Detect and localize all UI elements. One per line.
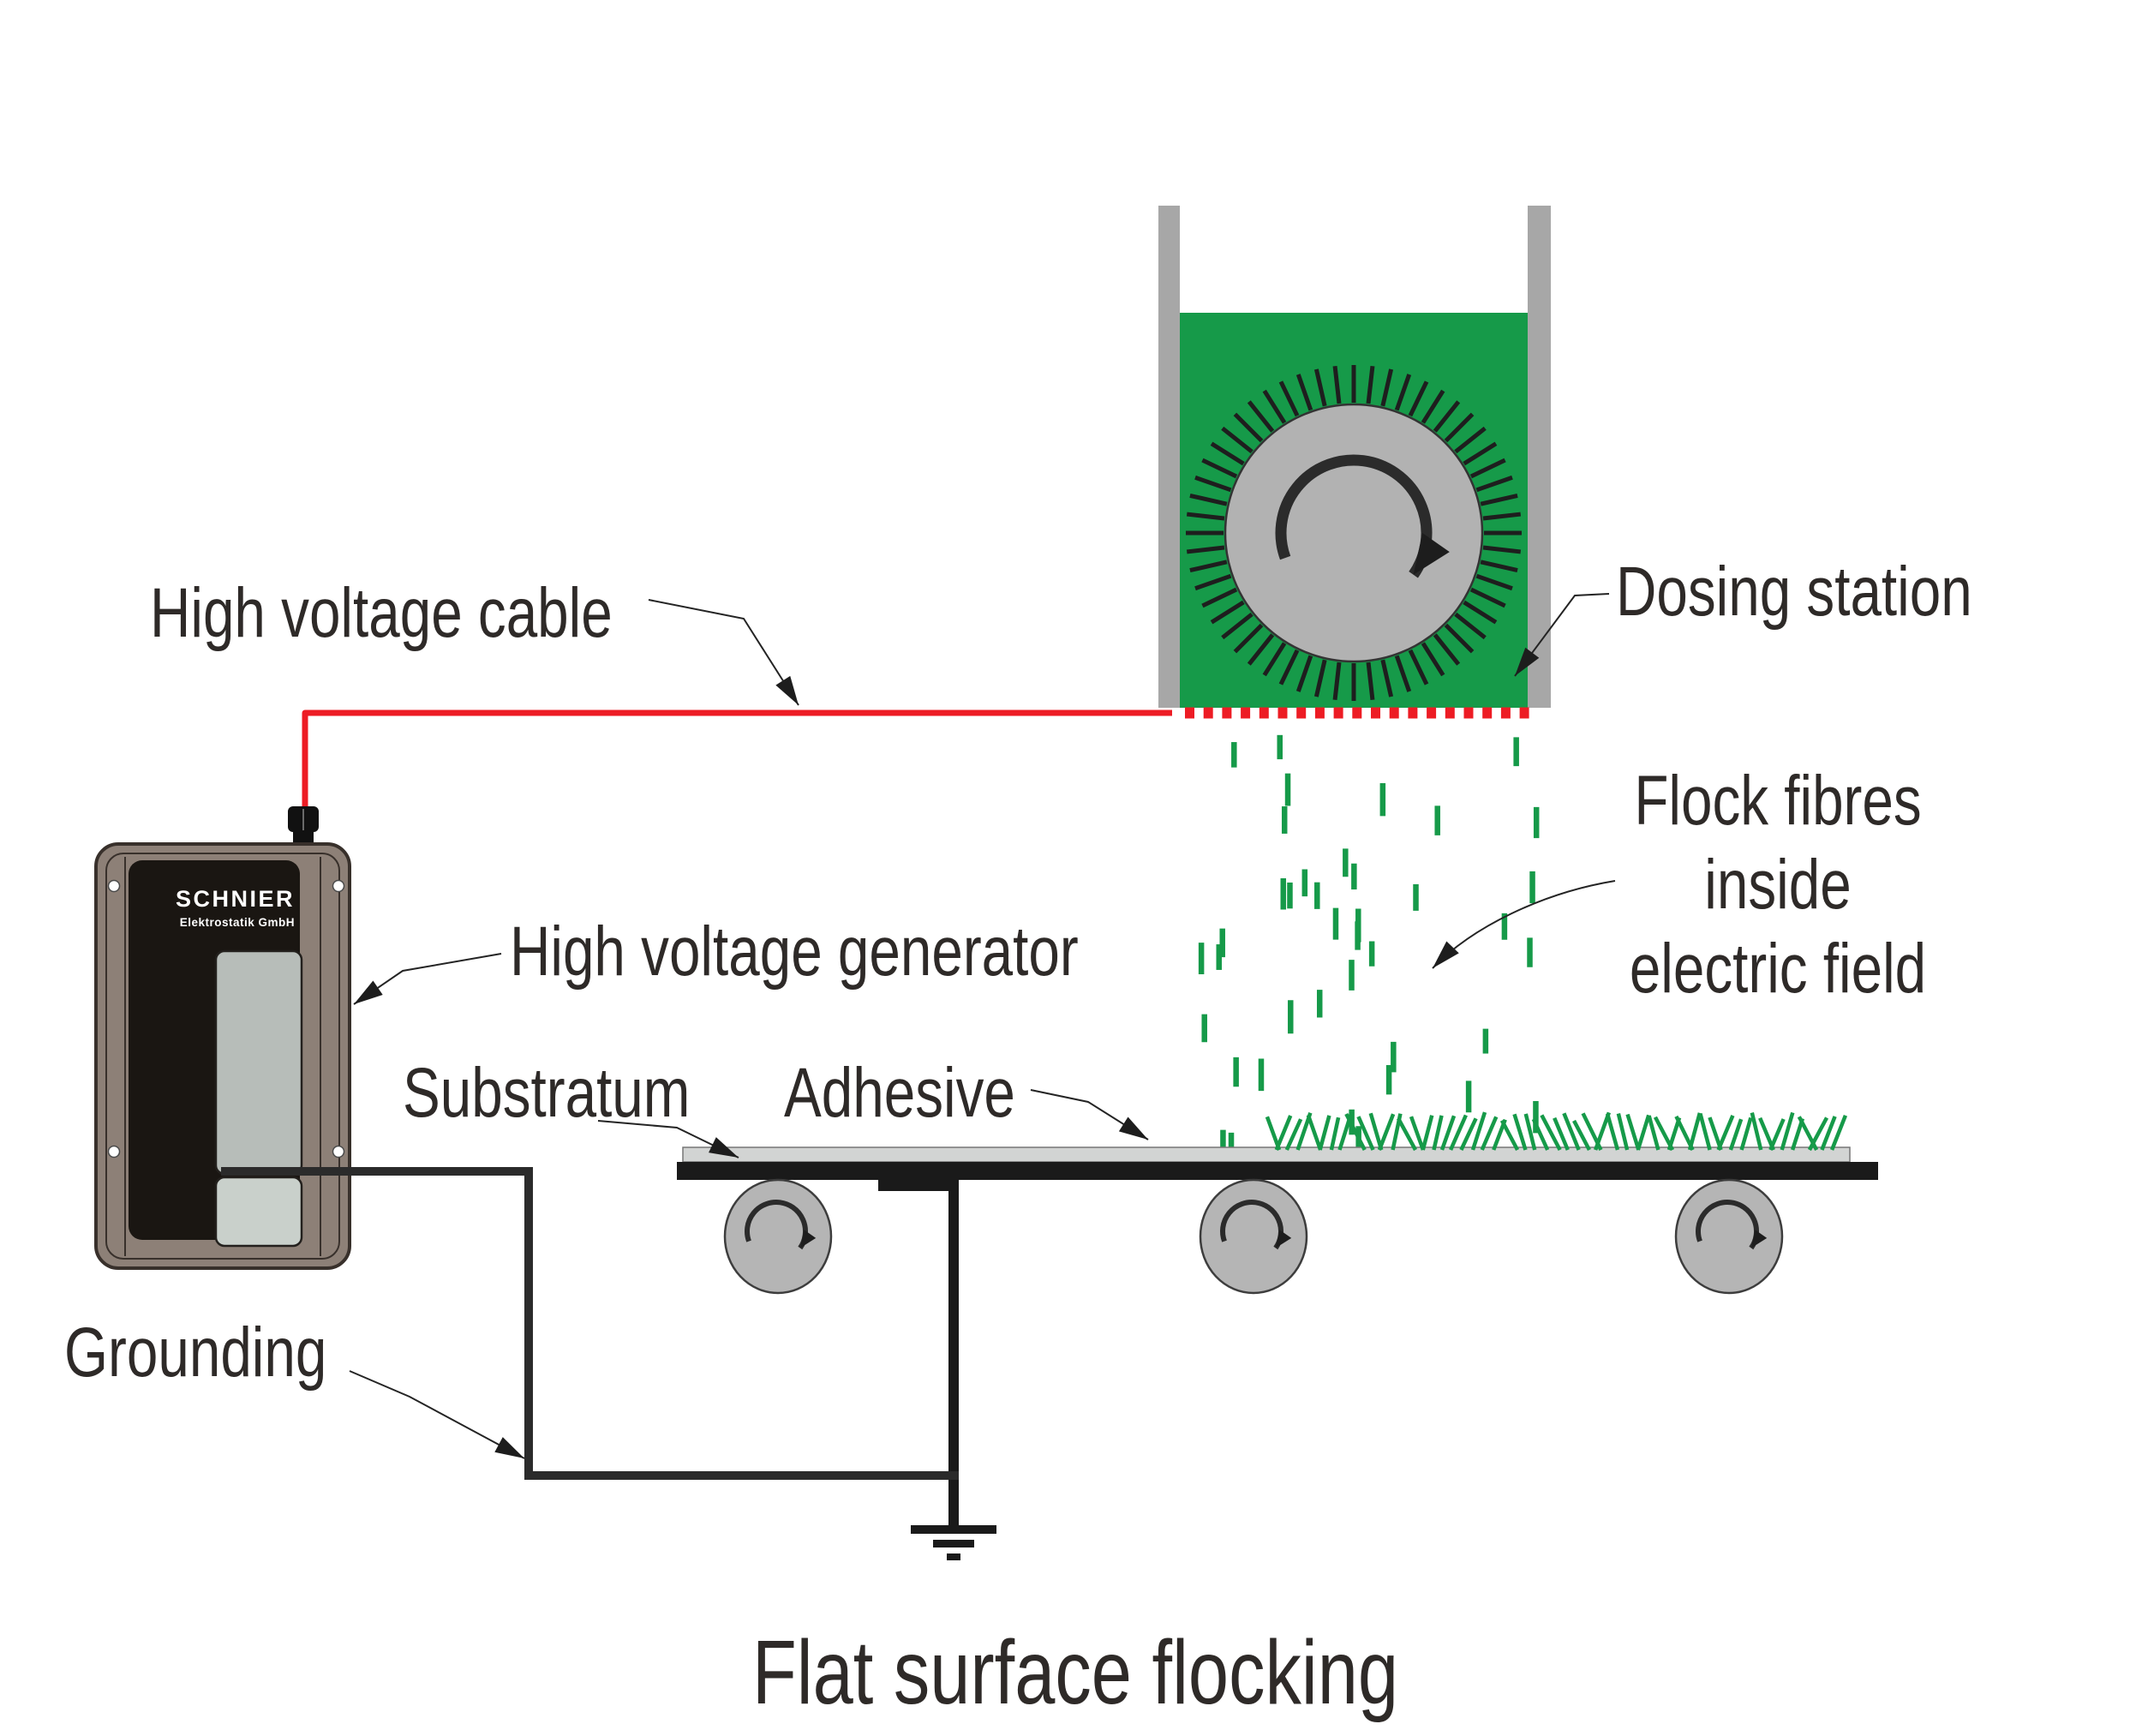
high-voltage-generator: SCHNIER Elektrostatik GmbH [94, 806, 351, 1270]
belt-mount-block [878, 1180, 959, 1191]
brand-text: SCHNIER [176, 886, 295, 912]
roller [723, 1178, 833, 1295]
drum-rotation-arrow-icon [1275, 454, 1450, 578]
screw-icon [332, 879, 345, 893]
label-flock-line3: electric field [1629, 930, 1927, 1008]
arrowhead-icon [775, 675, 799, 705]
earth-ground-icon [911, 1525, 996, 1560]
dosing-station-left-wall [1158, 206, 1180, 708]
leader-arrows [349, 593, 1616, 1459]
arrowhead-icon [1433, 941, 1459, 968]
arrowhead-icon [1118, 1116, 1148, 1140]
generator-gray-panel-bottom [214, 1176, 303, 1248]
label-flock-line1: Flock fibres [1634, 762, 1922, 840]
label-flock-line2: inside [1704, 846, 1852, 924]
adhesive-layer [682, 1146, 1851, 1163]
label-flock-fibres: Flock fibres inside electric field [1606, 759, 1949, 1011]
label-dosing-station: Dosing station [1616, 553, 1972, 631]
substratum-belt [677, 1162, 1878, 1180]
roller [1674, 1178, 1784, 1295]
grounding-wire [221, 1167, 959, 1480]
conveyor [677, 1111, 1878, 1560]
high-voltage-cable-line [302, 709, 1172, 810]
flocked-surface-fibres [1265, 1111, 1848, 1152]
arrowhead-icon [709, 1137, 739, 1158]
screw-icon [107, 1145, 121, 1158]
label-high-voltage-generator: High voltage generator [510, 913, 1079, 991]
screw-icon [107, 879, 121, 893]
dosing-station [1158, 206, 1551, 708]
roller [1199, 1178, 1308, 1295]
dosing-brush-bristles [1186, 365, 1522, 701]
generator-bezel [105, 853, 340, 1260]
brand-subtext: Elektrostatik GmbH [180, 916, 295, 929]
generator-gray-panel-top [214, 949, 303, 1176]
falling-flock-fibres [1198, 734, 1540, 1162]
arrowhead-icon [1515, 647, 1540, 676]
dosing-station-right-wall [1528, 206, 1551, 708]
arrowhead-icon [494, 1437, 524, 1458]
label-grounding: Grounding [64, 1314, 327, 1392]
label-adhesive: Adhesive [784, 1054, 1015, 1132]
dosing-drum [1224, 403, 1484, 663]
arrowhead-icon [354, 980, 383, 1004]
ground-pole [948, 1180, 959, 1527]
screw-icon [332, 1145, 345, 1158]
label-high-voltage-cable: High voltage cable [150, 574, 613, 652]
page-title: Flat surface flocking [751, 1622, 1399, 1723]
label-substratum: Substratum [403, 1054, 691, 1132]
conveyor-rollers [723, 1178, 1784, 1295]
